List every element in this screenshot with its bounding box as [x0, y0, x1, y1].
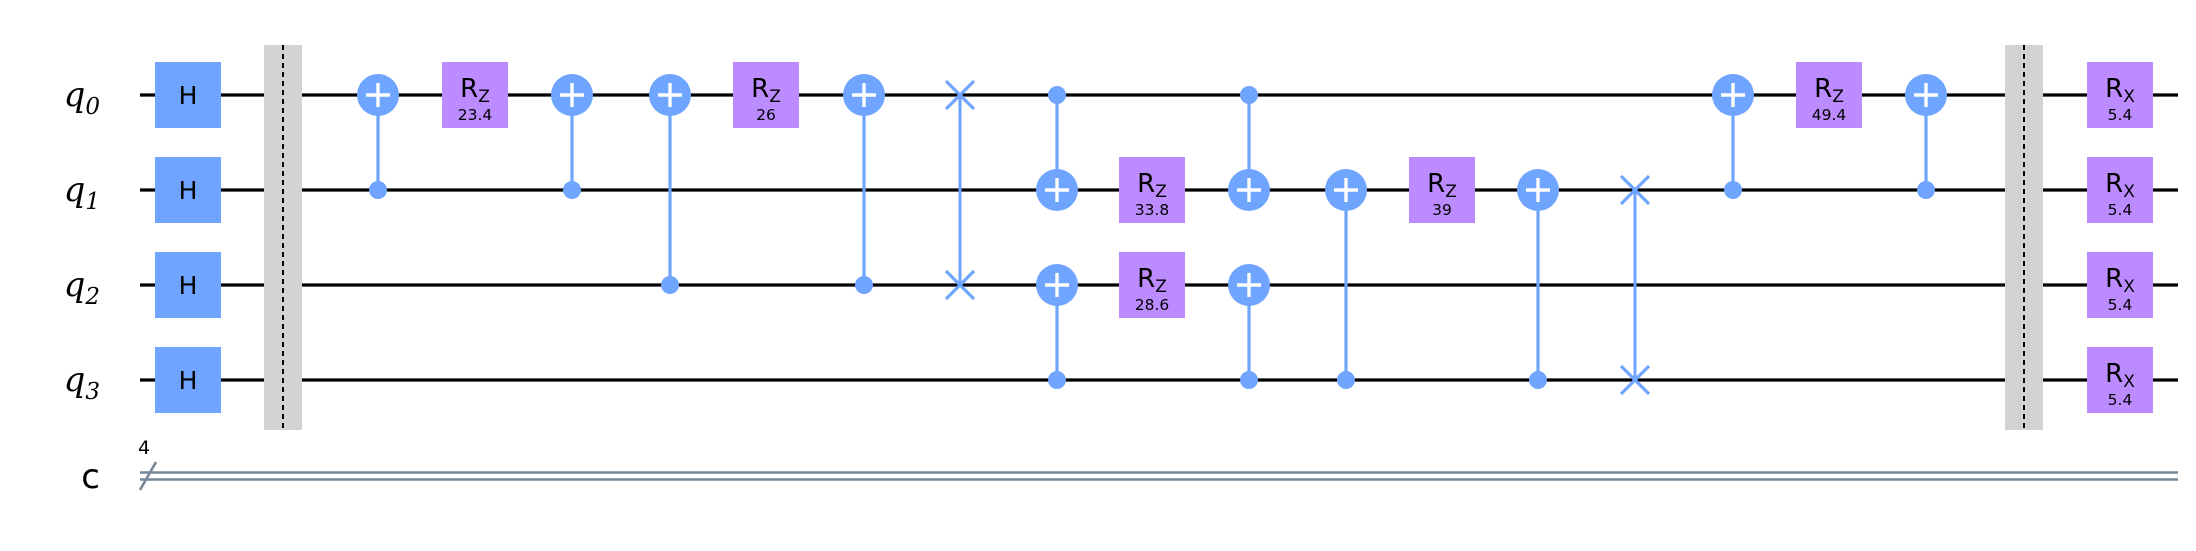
- control-dot: [1240, 371, 1258, 389]
- h-gate-label: H: [179, 366, 198, 395]
- h-gate: H: [155, 62, 221, 128]
- barrier: [264, 45, 302, 430]
- rx-gate-param: 5.4: [2108, 296, 2133, 314]
- rz-gate-param: 26: [756, 106, 776, 124]
- rx-gate: RX5.4: [2087, 252, 2153, 318]
- rx-gate: RX5.4: [2087, 347, 2153, 413]
- qubit-label-2: q2: [64, 265, 100, 310]
- control-dot: [855, 276, 873, 294]
- swap-gate: [944, 79, 976, 301]
- rz-gate-name: RZ: [1814, 74, 1844, 107]
- swap-gate: [1619, 174, 1651, 396]
- qubit-label-3: q3: [64, 360, 100, 405]
- control-dot: [661, 276, 679, 294]
- rz-gate-param: 33.8: [1135, 201, 1170, 219]
- cnot-gate: [551, 74, 593, 199]
- rz-gate-param: 28.6: [1135, 296, 1170, 314]
- qubit-label-1: q1: [64, 170, 100, 215]
- cnot-gate: [1036, 86, 1078, 211]
- control-dot: [1048, 86, 1066, 104]
- control-dot: [1048, 371, 1066, 389]
- h-gate: H: [155, 157, 221, 223]
- control-dot: [1724, 181, 1742, 199]
- h-gate-label: H: [179, 271, 198, 300]
- h-gate-label: H: [179, 176, 198, 205]
- cnot-gate: [1036, 264, 1078, 389]
- rx-gate: RX5.4: [2087, 62, 2153, 128]
- rz-gate-param: 39: [1432, 201, 1452, 219]
- register-size-label: 4: [138, 437, 150, 459]
- h-gate: H: [155, 347, 221, 413]
- control-dot: [1337, 371, 1355, 389]
- cnot-gate: [1712, 74, 1754, 199]
- rx-gate: RX5.4: [2087, 157, 2153, 223]
- barrier: [2005, 45, 2043, 430]
- cnot-gate: [649, 74, 691, 294]
- rx-gate-name: RX: [2105, 74, 2135, 107]
- cnot-gate: [1228, 264, 1270, 389]
- rx-gate-param: 5.4: [2108, 201, 2133, 219]
- cnot-gate: [1905, 74, 1947, 199]
- cnot-gate: [1325, 169, 1367, 389]
- cnot-gate: [1228, 86, 1270, 211]
- control-dot: [1240, 86, 1258, 104]
- qubit-label-0: q0: [64, 75, 100, 120]
- h-gate: H: [155, 252, 221, 318]
- labels-layer: 4 q0 q1 q2 q3 c: [64, 75, 150, 497]
- control-dot: [1917, 181, 1935, 199]
- cnot-gate: [357, 74, 399, 199]
- rz-gate-param: 23.4: [458, 106, 493, 124]
- cnot-gate: [1517, 169, 1559, 389]
- rx-gate-param: 5.4: [2108, 106, 2133, 124]
- control-dot: [1529, 371, 1547, 389]
- control-dot: [369, 181, 387, 199]
- rx-gate-param: 5.4: [2108, 391, 2133, 409]
- operations-layer: HHHHRZ23.4RZ26RZ33.8RZ28.6RZ39RZ49.4RX5.…: [155, 45, 2153, 430]
- rz-gate-param: 49.4: [1812, 106, 1847, 124]
- control-dot: [563, 181, 581, 199]
- h-gate-label: H: [179, 81, 198, 110]
- cnot-gate: [843, 74, 885, 294]
- register-size-slash: [138, 461, 158, 491]
- classical-register-label: c: [81, 457, 100, 497]
